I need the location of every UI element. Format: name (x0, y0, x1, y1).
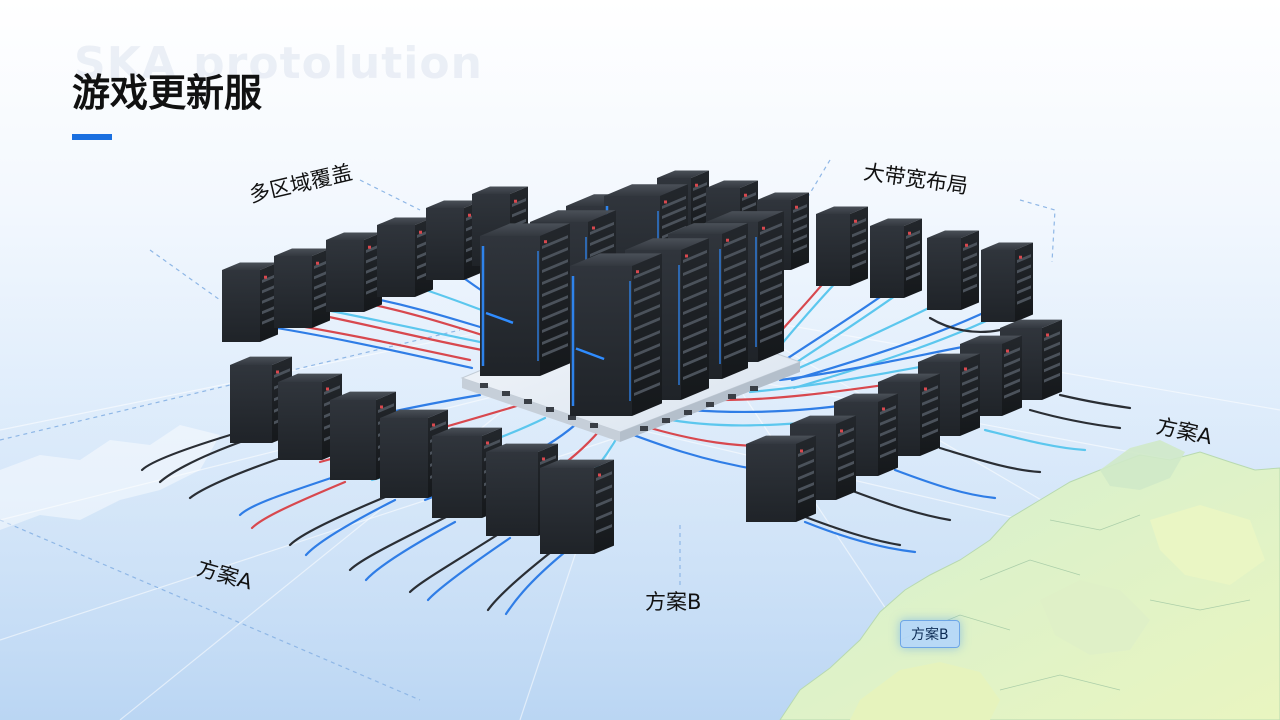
server-tower (326, 232, 382, 312)
map-region (779, 440, 1280, 720)
server-tower (274, 248, 330, 328)
label-plan-b: 方案B (645, 590, 702, 614)
server-tower (870, 218, 922, 298)
server-tower (222, 262, 278, 342)
server-tower (540, 459, 614, 554)
page-title: 游戏更新服 (72, 71, 263, 115)
server-units (222, 170, 1062, 554)
plan-b-badge: 方案B (900, 620, 960, 648)
server-tower (816, 206, 868, 286)
map-faint-left (0, 425, 220, 530)
rack-server (480, 223, 570, 376)
server-tower (981, 242, 1033, 322)
platform-ports (480, 383, 758, 431)
server-tower (927, 230, 979, 310)
server-tower (377, 217, 433, 297)
watermark-text: SKA protolution (74, 38, 483, 89)
rack-server (570, 253, 662, 416)
server-tower (746, 435, 816, 522)
title-accent-bar (72, 134, 112, 140)
